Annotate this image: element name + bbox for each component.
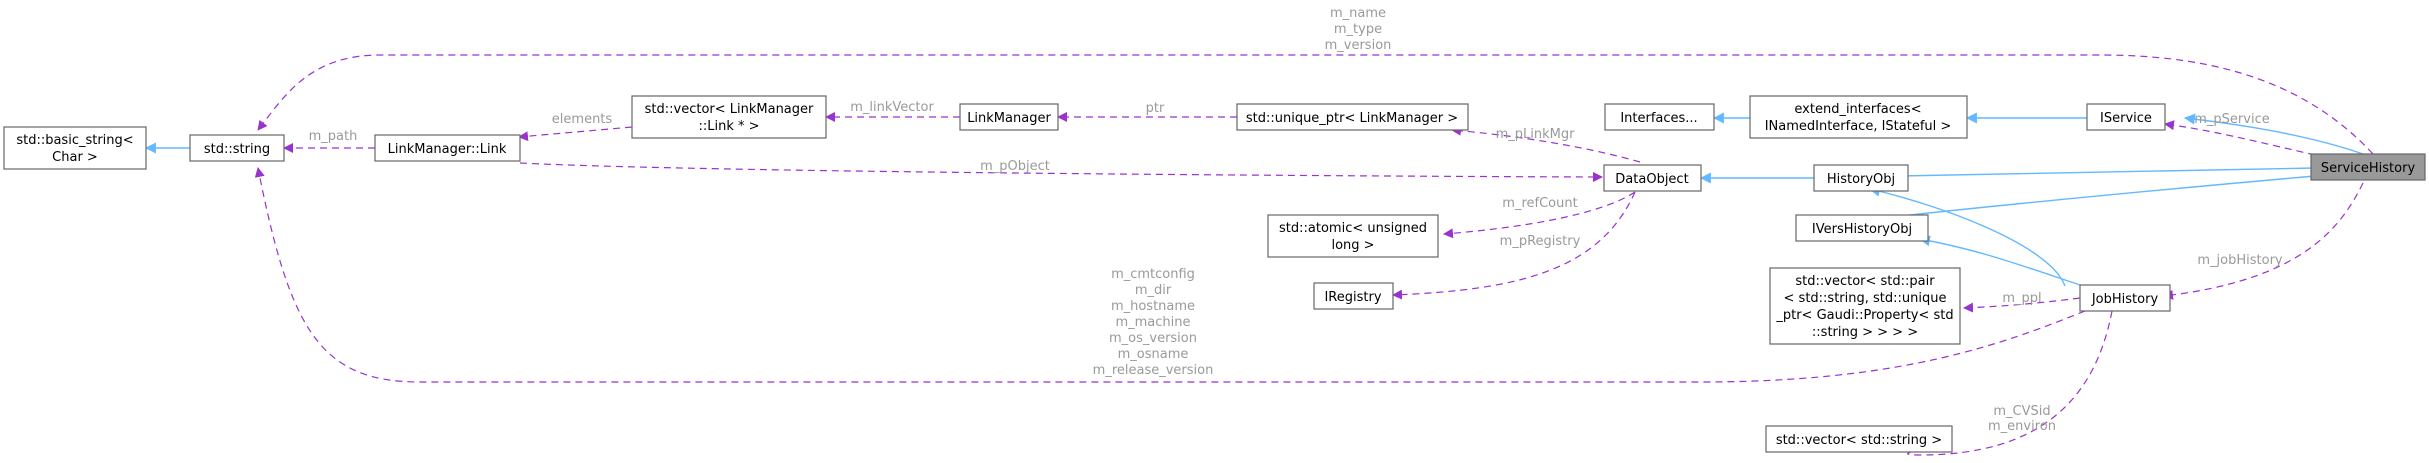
node-extend-interfaces[interactable]: extend_interfaces< INamedInterface, ISta… [1749, 95, 1968, 139]
edge-label-plinkmgr: m_pLinkMgr [1496, 127, 1576, 142]
edge-label-pservice: m_pService [2194, 112, 2269, 127]
svg-text:m_name: m_name [1330, 6, 1386, 21]
node-iversionhistoryobj[interactable]: IVersHistoryObj [1795, 214, 1929, 242]
svg-text:IVersHistoryObj: IVersHistoryObj [1812, 222, 1912, 237]
svg-text:std::vector< std::string >: std::vector< std::string > [1776, 433, 1942, 448]
edge-label-name-type-version: m_name m_type m_version [1325, 6, 1392, 53]
svg-text:std::string: std::string [204, 142, 270, 157]
svg-text:std::vector< LinkManager: std::vector< LinkManager [645, 102, 814, 117]
node-atomic[interactable]: std::atomic< unsigned long > [1267, 214, 1439, 258]
svg-text:< std::string, std::unique: < std::string, std::unique [1784, 291, 1947, 306]
node-vector-link[interactable]: std::vector< LinkManager ::Link * > [631, 95, 827, 139]
edge-link-dataobject-pobject [519, 162, 1603, 182]
node-vector-pair[interactable]: std::vector< std::pair < std::string, st… [1769, 267, 1961, 345]
svg-text:extend_interfaces<: extend_interfaces< [1794, 102, 1921, 117]
edge-servicehistory-iservice [2183, 113, 2364, 155]
edge-label-pobject: m_pObject [980, 159, 1050, 174]
node-historyobj[interactable]: HistoryObj [1813, 164, 1909, 192]
node-jobhistory[interactable]: JobHistory [2079, 284, 2171, 312]
node-vector-string[interactable]: std::vector< std::string > [1765, 425, 1953, 453]
edge-label-pregistry: m_pRegistry [1500, 234, 1581, 249]
svg-text:Interfaces...: Interfaces... [1620, 111, 1697, 126]
svg-text:LinkManager: LinkManager [967, 111, 1051, 126]
svg-text:std::vector< std::pair: std::vector< std::pair [1795, 274, 1935, 289]
node-interfaces[interactable]: Interfaces... [1604, 103, 1715, 131]
svg-text:::string > > > >: ::string > > > > [1812, 325, 1918, 340]
edge-label-linkvector: m_linkVector [850, 100, 934, 115]
node-string[interactable]: std::string [189, 134, 285, 162]
edge-jobhistory-vectorpair-ppl [1963, 297, 2081, 313]
edge-label-cmt: m_cmtconfig m_dir m_hostname m_machine m… [1093, 267, 1214, 378]
svg-text:m_environ: m_environ [1988, 419, 2056, 434]
svg-text:std::unique_ptr< LinkManager >: std::unique_ptr< LinkManager > [1246, 111, 1458, 126]
svg-text:HistoryObj: HistoryObj [1827, 172, 1895, 187]
svg-text:DataObject: DataObject [1615, 172, 1688, 187]
node-servicehistory[interactable]: ServiceHistory [2310, 153, 2426, 181]
svg-text:::Link * >: ::Link * > [698, 119, 759, 134]
svg-text:IService: IService [2100, 111, 2152, 126]
svg-text:IRegistry: IRegistry [1324, 290, 1381, 305]
edge-label-path: m_path [309, 129, 358, 144]
svg-text:_ptr< Gaudi::Property< std: _ptr< Gaudi::Property< std [1775, 308, 1953, 323]
edge-jobhistory-iversionhistoryobj [1918, 235, 2081, 286]
svg-text:m_os_version: m_os_version [1109, 331, 1197, 346]
svg-text:m_cmtconfig: m_cmtconfig [1111, 267, 1195, 282]
node-iregistry[interactable]: IRegistry [1313, 282, 1394, 310]
svg-text:std::atomic< unsigned: std::atomic< unsigned [1279, 221, 1427, 236]
svg-text:long >: long > [1331, 238, 1374, 253]
edge-servicehistory-string-name [257, 54, 2374, 155]
edge-servicehistory-historyobj [1844, 167, 2316, 183]
edge-vectorlink-link-elements [518, 126, 633, 142]
edge-dataobject-atomic-refcount [1443, 191, 1636, 239]
svg-text:LinkManager::Link: LinkManager::Link [388, 142, 507, 157]
node-basic-string[interactable]: std::basic_string< Char > [3, 126, 147, 170]
svg-text:m_machine: m_machine [1115, 315, 1190, 330]
node-linkmanager[interactable]: LinkManager [959, 103, 1059, 131]
svg-text:m_dir: m_dir [1135, 283, 1172, 298]
svg-text:m_hostname: m_hostname [1111, 299, 1195, 314]
svg-text:ServiceHistory: ServiceHistory [2321, 161, 2416, 176]
node-iservice[interactable]: IService [2086, 103, 2166, 131]
edge-label-jobhistory: m_jobHistory [2197, 253, 2283, 268]
edge-label-ptr: ptr [1146, 101, 1165, 116]
node-link[interactable]: LinkManager::Link [374, 134, 521, 162]
svg-text:m_version: m_version [1325, 38, 1392, 53]
svg-text:m_CVSid: m_CVSid [1993, 404, 2050, 419]
edge-label-elements: elements [552, 112, 613, 127]
edge-dataobject-iregistry-pregistry [1392, 191, 1636, 300]
edge-label-ppl: m_ppl [2002, 291, 2041, 306]
svg-text:m_osname: m_osname [1118, 347, 1189, 362]
node-dataobject[interactable]: DataObject [1603, 164, 1702, 192]
svg-text:m_type: m_type [1334, 22, 1382, 37]
svg-text:std::basic_string<: std::basic_string< [16, 133, 133, 148]
edge-label-cvs-environ: m_CVSid m_environ [1988, 404, 2056, 434]
edge-jobhistory-historyobj [1868, 185, 2066, 287]
edge-servicehistory-jobhistory [2163, 182, 2364, 300]
edge-label-refcount: m_refCount [1502, 196, 1577, 211]
svg-text:INamedInterface, IStateful >: INamedInterface, IStateful > [1765, 119, 1952, 134]
svg-text:Char >: Char > [52, 150, 98, 165]
edge-jobhistory-string-cmt [254, 167, 2086, 383]
svg-text:JobHistory: JobHistory [2091, 292, 2159, 307]
svg-text:m_release_version: m_release_version [1093, 363, 1214, 378]
edge-servicehistory-iservice-pservice [2164, 120, 2316, 156]
edge-dataobject-uniqueptr-plinkmgr [1451, 125, 1641, 163]
node-unique-ptr[interactable]: std::unique_ptr< LinkManager > [1236, 103, 1469, 131]
